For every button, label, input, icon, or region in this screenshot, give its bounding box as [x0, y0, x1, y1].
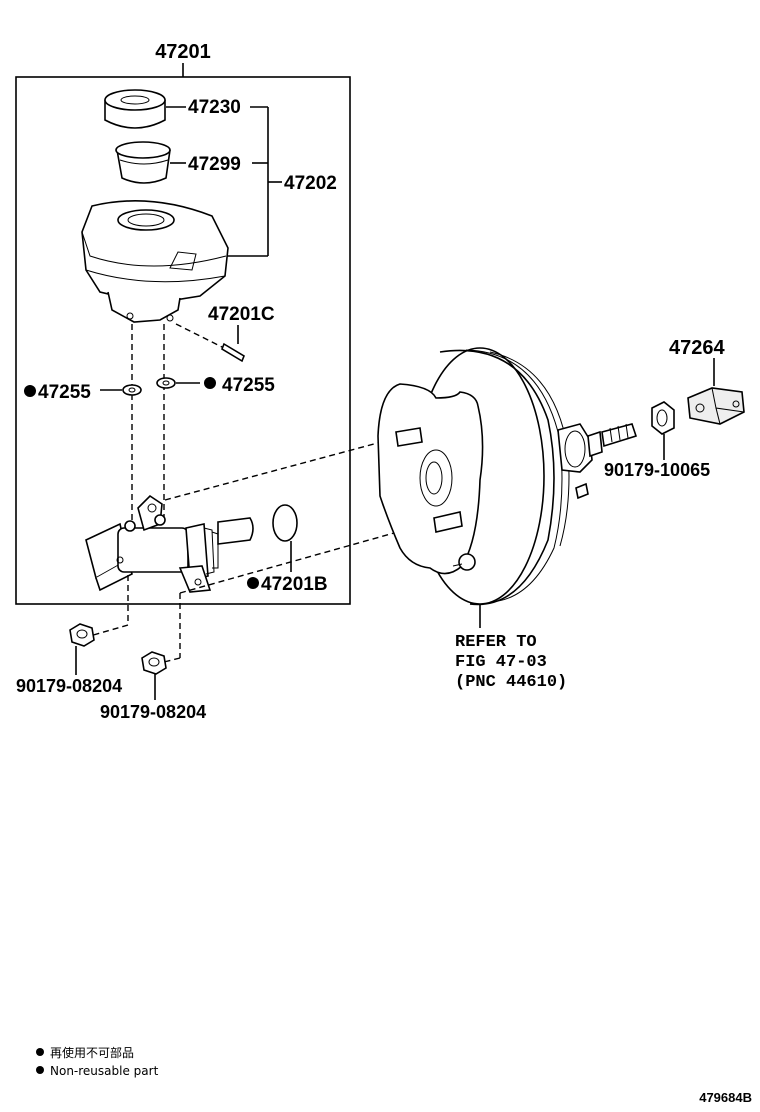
label-47201B: 47201B: [261, 574, 328, 595]
nut-connector-2b: [163, 657, 181, 663]
label-47264: 47264: [669, 337, 725, 359]
legend-english: Non-reusable part: [50, 1064, 159, 1078]
label-47299: 47299: [188, 154, 241, 175]
label-47255-right: 47255: [222, 375, 275, 396]
nut-connector-1b: [89, 624, 129, 637]
label-nut-2: 90179-08204: [100, 702, 206, 722]
reservoir-cap: [104, 89, 166, 129]
legend-dot-2: [36, 1066, 44, 1074]
label-47230: 47230: [188, 97, 241, 118]
refer-line-3: (PNC 44610): [455, 673, 567, 692]
label-47201C: 47201C: [208, 304, 275, 325]
label-47202: 47202: [284, 173, 337, 194]
nonreusable-marker-right: [204, 377, 216, 389]
clevis-lock-nut: [651, 401, 675, 435]
reservoir-tank: [81, 200, 229, 323]
label-47201: 47201: [155, 41, 211, 63]
label-clevis-nut: 90179-10065: [604, 460, 710, 480]
legend-dot-1: [36, 1048, 44, 1056]
reservoir-pin: [175, 323, 245, 363]
flange-nut-1: [69, 623, 95, 647]
assembly-frame: [15, 76, 351, 605]
legend-japanese: 再使用不可部品: [50, 1045, 134, 1060]
refer-line-1: REFER TO: [455, 633, 537, 652]
label-47255-left: 47255: [38, 382, 91, 403]
nonreusable-marker-left: [24, 385, 36, 397]
label-nut-1: 90179-08204: [16, 676, 122, 696]
refer-line-2: FIG 47-03: [455, 653, 547, 672]
figure-code: 479684B: [699, 1090, 752, 1105]
grommet-right: [156, 377, 176, 389]
master-cylinder: [85, 494, 254, 593]
mount-line-upper: [164, 436, 401, 501]
mount-line-lower: [179, 518, 445, 594]
bracket-47202: [226, 106, 282, 257]
push-rod-clevis: [687, 387, 745, 425]
grommet-left: [122, 384, 142, 396]
brake-booster: [377, 347, 638, 606]
flange-nut-2: [141, 651, 167, 675]
reservoir-strainer: [115, 141, 171, 184]
o-ring: [272, 504, 298, 542]
nonreusable-marker-oring: [247, 577, 259, 589]
